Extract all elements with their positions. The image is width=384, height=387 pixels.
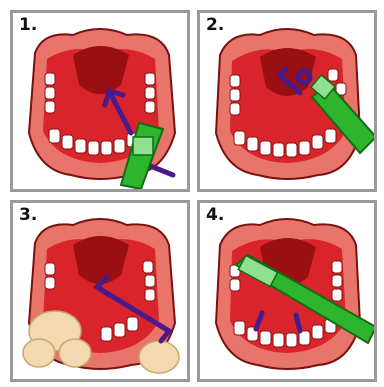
hand-right-icon — [139, 341, 179, 373]
step-panel-2: 2. — [197, 10, 377, 192]
mouth-illustration — [200, 203, 374, 379]
step-panel-1: 1. — [10, 10, 190, 192]
step-panel-3: 3. — [10, 200, 190, 382]
step-panel-4: 4. — [197, 200, 377, 382]
step-number: 1. — [19, 15, 37, 35]
step-number: 4. — [206, 205, 224, 225]
step-number: 2. — [206, 15, 224, 35]
step-number: 3. — [19, 205, 37, 225]
mouth-illustration — [13, 203, 187, 379]
mouth-illustration — [200, 13, 374, 189]
mouth-illustration — [13, 13, 187, 189]
